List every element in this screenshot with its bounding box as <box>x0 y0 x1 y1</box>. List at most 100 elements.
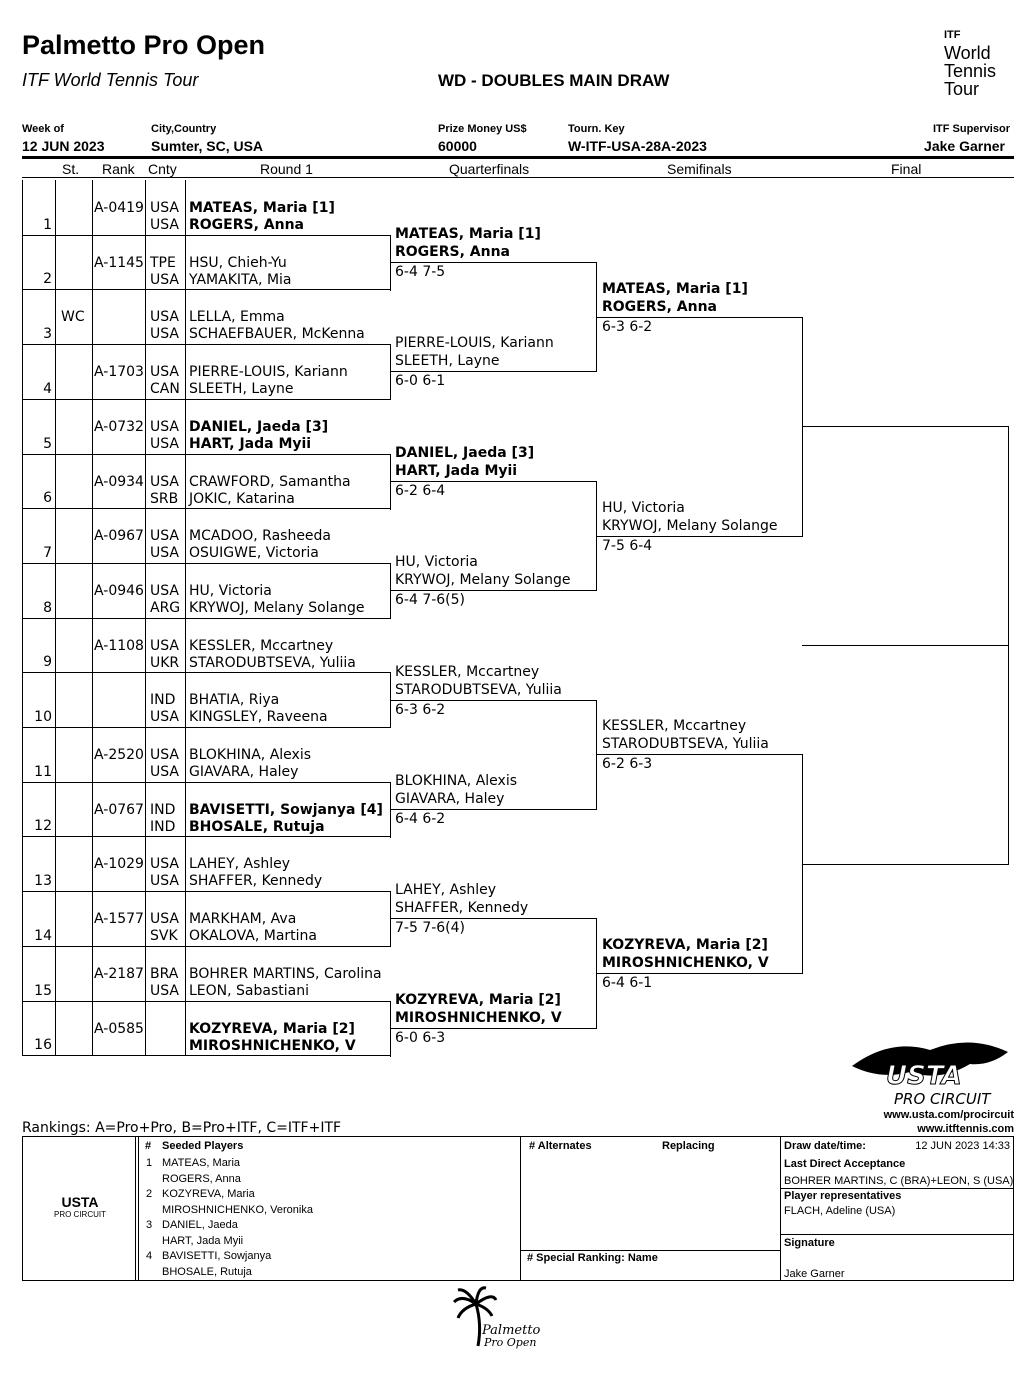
itf-logo-line3: Tour <box>944 79 980 99</box>
entry-country-2: USA <box>150 983 179 999</box>
entry-row-rule <box>22 344 185 345</box>
entry-player-1: LAHEY, Ashley <box>189 856 291 872</box>
r1-line <box>185 891 391 892</box>
r1-line <box>185 1001 391 1002</box>
player-reps-value: FLACH, Adeline (USA) <box>784 1205 896 1217</box>
usta-small-logo: USTA PRO CIRCUIT <box>40 1194 120 1219</box>
qf-line <box>390 371 597 372</box>
qf-player-1: PIERRE-LOUIS, Kariann <box>395 335 554 351</box>
itf-logo-line1: World <box>944 43 991 63</box>
r1-line <box>185 344 391 345</box>
entry-row-rule <box>22 836 185 837</box>
r1-line <box>185 782 391 783</box>
qf-player-1: KESSLER, Mccartney <box>395 664 540 680</box>
supervisor-value: Jake Garner <box>924 138 1005 154</box>
seed-player-1: BAVISETTI, Sowjanya <box>162 1250 272 1262</box>
qf-player-2: HART, Jada Myii <box>395 463 518 479</box>
entry-country-1: USA <box>150 474 179 490</box>
col-rank: Rank <box>102 161 135 177</box>
draw-date-label: Draw date/time: <box>784 1140 866 1152</box>
r1-line <box>185 454 391 455</box>
entry-player-2: KRYWOJ, Melany Solange <box>189 600 365 616</box>
prize-value: 60000 <box>438 138 477 154</box>
entry-number: 11 <box>34 764 52 780</box>
usta-small-logo-subtext: PRO CIRCUIT <box>54 1210 106 1219</box>
entry-player-2: ROGERS, Anna <box>189 217 305 233</box>
entry-player-2: OSUIGWE, Victoria <box>189 545 319 561</box>
sf-score: 6-2 6-3 <box>602 756 653 772</box>
r1-line <box>185 1055 391 1056</box>
entry-country-1: USA <box>150 583 179 599</box>
entry-player-1: CRAWFORD, Samantha <box>189 474 351 490</box>
qf-score: 6-0 6-1 <box>395 373 446 389</box>
qf-score: 6-2 6-4 <box>395 483 446 499</box>
entry-country-2: SVK <box>150 928 178 944</box>
usta-logo-subtext: PRO CIRCUIT <box>894 1090 992 1108</box>
entry-player-1: MATEAS, Maria [1] <box>189 200 335 216</box>
qf-player-2: GIAVARA, Haley <box>395 791 505 807</box>
entry-rank: A-0585 <box>94 1021 144 1037</box>
entry-number: 1 <box>43 217 52 233</box>
seed-player-2: MIROSHNICHENKO, Veronika <box>162 1204 313 1216</box>
sf-player-2: KRYWOJ, Melany Solange <box>602 518 778 534</box>
entry-player-1: MCADOO, Rasheeda <box>189 528 332 544</box>
qf-score: 6-4 7-5 <box>395 264 446 280</box>
entry-player-2: KINGSLEY, Raveena <box>189 709 328 725</box>
entry-rank: A-0967 <box>94 528 144 544</box>
entry-country-1: TPE <box>150 255 176 271</box>
sf-score: 6-4 6-1 <box>602 975 653 991</box>
sf-player-2: MIROSHNICHENKO, V <box>602 955 769 971</box>
palmetto-logo-line2: Pro Open <box>483 1336 536 1349</box>
itf-world-tennis-tour-logo: ITF World Tennis Tour <box>944 26 1016 98</box>
usta-pro-circuit-logo: USTA PRO CIRCUIT <box>850 1036 1012 1108</box>
r1-connector <box>390 782 391 838</box>
entry-row-rule <box>22 672 185 673</box>
entry-rank: A-1145 <box>94 255 144 271</box>
entry-row-rule <box>22 563 185 564</box>
final-connector <box>1008 426 1009 865</box>
draw-title: WD - DOUBLES MAIN DRAW <box>438 71 670 90</box>
entry-country-2: IND <box>150 819 176 835</box>
lda-label: Last Direct Acceptance <box>784 1158 906 1170</box>
entry-number: 5 <box>43 436 52 452</box>
entry-player-1: KOZYREVA, Maria [2] <box>189 1021 355 1037</box>
tour-subtitle: ITF World Tennis Tour <box>22 70 199 90</box>
qf-line <box>390 590 597 591</box>
r1-line <box>185 618 391 619</box>
entry-player-1: HU, Victoria <box>189 583 272 599</box>
entry-number: 3 <box>43 326 52 342</box>
entry-player-1: BHATIA, Riya <box>189 692 280 708</box>
r1-line <box>185 399 391 400</box>
entry-country-2: USA <box>150 873 179 889</box>
entry-row-rule <box>22 891 185 892</box>
entry-number: 8 <box>43 600 52 616</box>
itf-logo-text: ITF <box>944 29 961 41</box>
entry-country-1: IND <box>150 692 176 708</box>
entry-row-rule <box>22 399 185 400</box>
r1-connector <box>390 563 391 619</box>
usta-url[interactable]: www.usta.com/procircuit <box>883 1109 1014 1121</box>
entry-player-2: SCHAEFBAUER, McKenna <box>189 326 365 342</box>
entry-row-rule <box>22 618 185 619</box>
entry-country-1: USA <box>150 200 179 216</box>
col-final: Final <box>891 161 922 177</box>
qf-line <box>390 1028 597 1029</box>
sf-line <box>596 317 803 318</box>
entry-country-2: USA <box>150 326 179 342</box>
entry-player-1: PIERRE-LOUIS, Kariann <box>189 364 348 380</box>
seed-player-1: KOZYREVA, Maria <box>162 1188 255 1200</box>
r1-line <box>185 836 391 837</box>
itf-url[interactable]: www.itftennis.com <box>917 1123 1014 1135</box>
rankings-legend: Rankings: A=Pro+Pro, B=Pro+ITF, C=ITF+IT… <box>22 1120 342 1136</box>
qf-score: 6-3 6-2 <box>395 702 446 718</box>
entry-player-1: KESSLER, Mccartney <box>189 638 334 654</box>
entry-country-2: USA <box>150 709 179 725</box>
entry-country-1: USA <box>150 911 179 927</box>
signature-label: Signature <box>784 1237 835 1249</box>
entry-country-1: BRA <box>150 966 179 982</box>
r1-connector <box>390 344 391 400</box>
entry-number: 12 <box>34 818 52 834</box>
entry-country-2: USA <box>150 764 179 780</box>
r1-line <box>185 508 391 509</box>
entry-player-2: SHAFFER, Kennedy <box>189 873 323 889</box>
